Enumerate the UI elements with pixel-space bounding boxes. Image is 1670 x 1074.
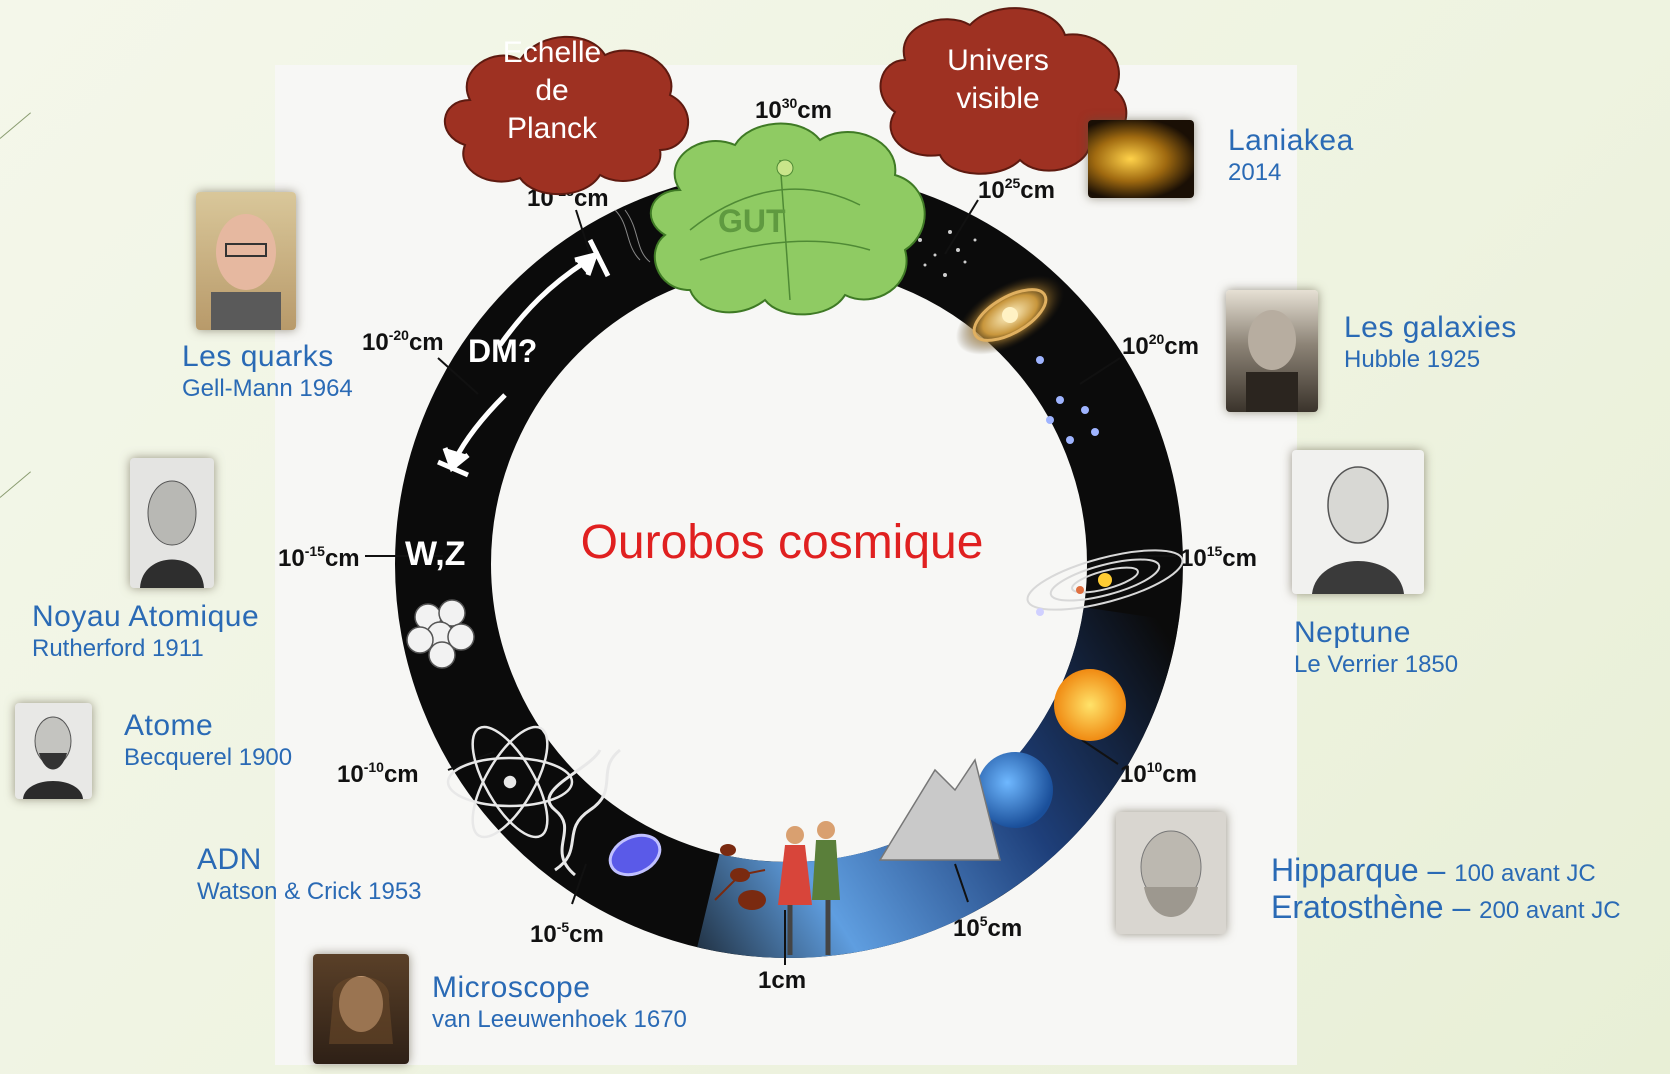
caption-adn-title: ADN — [197, 843, 262, 876]
scale-label-minus-10: 10-10cm — [337, 759, 419, 788]
portrait-laniakea-image — [1088, 120, 1194, 198]
cloud-univers: Univers visible — [879, 7, 1128, 175]
snake-tail-icon — [614, 209, 651, 263]
gut-label: GUT — [718, 203, 786, 239]
dm-arrows — [437, 238, 611, 478]
solar-system-icon — [1026, 549, 1184, 616]
ant-icon — [714, 844, 766, 910]
caption-neptune: Neptune Le Verrier 1850 — [1294, 616, 1458, 678]
dm-label: DM? — [468, 333, 537, 369]
caption-galaxies-title: Les galaxies — [1344, 311, 1517, 344]
cloud-planck-line-3: Planck — [507, 112, 598, 145]
ring-blue-segment — [697, 606, 1179, 958]
scale-label-30: 1030cm — [755, 95, 832, 124]
hipparque-sep: – — [1418, 852, 1455, 888]
cloud-planck-line-2: de — [535, 74, 568, 107]
caption-neptune-sub: Le Verrier 1850 — [1294, 650, 1459, 678]
caption-microscope: Microscope van Leeuwenhoek 1670 — [432, 971, 687, 1033]
eratosthene-date: 200 avant JC — [1479, 896, 1621, 924]
caption-laniakea: Laniakea 2014 — [1228, 124, 1354, 186]
portrait-gell-mann — [196, 192, 296, 330]
caption-adn-sub: Watson & Crick 1953 — [197, 877, 422, 905]
diagram-title: Ourobos cosmique — [581, 516, 984, 569]
scale-label-5: 105cm — [953, 913, 1022, 942]
caption-neptune-title: Neptune — [1294, 616, 1411, 649]
portrait-leeuwenhoek — [313, 954, 409, 1064]
caption-hipparque: Hipparque – 100 avant JC — [1271, 852, 1621, 889]
humans-icon — [778, 821, 840, 955]
hipparque-name: Hipparque — [1271, 852, 1419, 888]
caption-galaxies: Les galaxies Hubble 1925 — [1344, 311, 1517, 373]
cloud-univers-line-1: Univers — [947, 44, 1049, 77]
scale-label-minus-5: 10-5cm — [530, 919, 604, 948]
hipparque-date: 100 avant JC — [1454, 860, 1596, 887]
dna-icon — [547, 748, 621, 877]
caption-adn: ADN Watson & Crick 1953 — [197, 843, 422, 905]
portrait-hipparque — [1116, 812, 1226, 934]
portrait-rutherford — [130, 458, 214, 588]
caption-laniakea-year: 2014 — [1228, 158, 1282, 186]
gut-cloud: GUT — [649, 122, 926, 316]
sun-icon — [1054, 669, 1126, 741]
caption-eratosthene: Eratosthène – 200 avant JC — [1271, 889, 1621, 926]
wz-label: W,Z — [405, 535, 465, 573]
cloud-planck-line-1: Echelle — [503, 36, 601, 69]
eratosthene-sep: – — [1443, 888, 1480, 925]
caption-quarks-title: Les quarks — [182, 340, 334, 373]
caption-atome: Atome Becquerel 1900 — [124, 709, 292, 771]
spiral-galaxy-icon — [955, 275, 1065, 355]
caption-laniakea-title: Laniakea — [1228, 124, 1354, 157]
caption-noyau-sub: Rutherford 1911 — [32, 634, 204, 662]
star-cluster-icon — [1036, 356, 1099, 444]
scale-label-minus-20: 10-20cm — [362, 327, 444, 356]
caption-microscope-title: Microscope — [432, 971, 591, 1004]
eratosthene-name: Eratosthène — [1271, 888, 1444, 925]
portrait-le-verrier — [1292, 450, 1424, 594]
scale-label-15: 1015cm — [1180, 543, 1257, 572]
caption-quarks: Les quarks Gell-Mann 1964 — [182, 340, 353, 402]
scale-label-0: 1cm — [758, 967, 806, 994]
bacterium-icon — [608, 833, 662, 877]
cloud-univers-line-2: visible — [956, 82, 1039, 115]
caption-microscope-sub: van Leeuwenhoek 1670 — [432, 1005, 687, 1033]
scale-label-minus-15: 10-15cm — [278, 543, 360, 572]
scale-label-10: 1010cm — [1120, 759, 1197, 788]
galaxy-cluster-icon — [918, 230, 977, 277]
mountain-icon — [878, 758, 1001, 861]
caption-galaxies-sub: Hubble 1925 — [1344, 345, 1481, 373]
cloud-planck: Echelle de Planck — [444, 35, 689, 196]
atom-icon — [446, 725, 574, 839]
caption-hipparque-eratosthene: Hipparque – 100 avant JC Eratosthène – 2… — [1271, 852, 1621, 926]
portrait-hubble — [1226, 290, 1318, 412]
caption-noyau: Noyau Atomique Rutherford 1911 — [32, 600, 259, 662]
caption-noyau-title: Noyau Atomique — [32, 600, 260, 633]
caption-quarks-sub: Gell-Mann 1964 — [182, 374, 353, 402]
caption-atome-title: Atome — [124, 709, 214, 742]
scale-label-20: 1020cm — [1122, 331, 1199, 360]
scale-label-25: 1025cm — [978, 175, 1055, 204]
earth-icon — [977, 752, 1053, 828]
portrait-becquerel — [15, 703, 92, 799]
nucleus-icon — [406, 599, 475, 669]
caption-atome-sub: Becquerel 1900 — [124, 743, 293, 771]
